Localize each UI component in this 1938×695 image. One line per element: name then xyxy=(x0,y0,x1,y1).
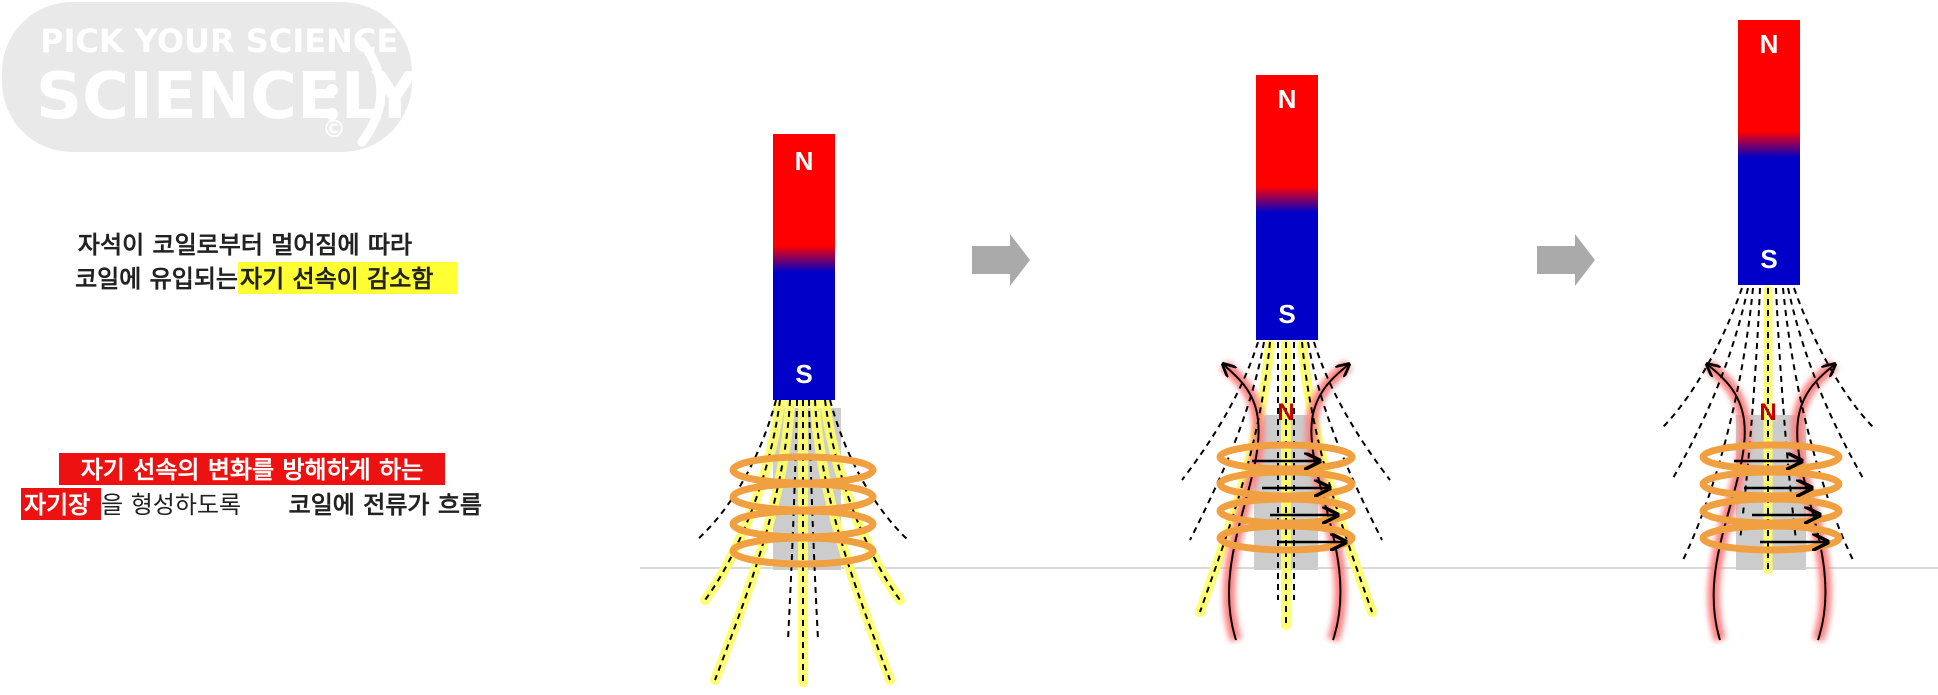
caption-top-line2-plain: 코일에 유입되는 xyxy=(75,265,238,293)
logo-copyright: © xyxy=(322,115,346,143)
caption-bottom-line2-bold: 코일에 전류가 흐름 xyxy=(289,491,482,519)
logo-dot-bottom xyxy=(326,108,338,120)
caption-bottom-line2-highlight: 자기장 xyxy=(24,491,90,519)
caption-bottom-highlight2-bg xyxy=(21,488,101,520)
coil-2 xyxy=(1216,441,1356,554)
caption-top-line2-highlight: 자기 선속이 감소함 xyxy=(240,265,433,293)
bar-magnet-2 xyxy=(1256,75,1318,340)
current-arrows-3 xyxy=(1734,461,1826,542)
caption-top: 자석이 코일로부터 멀어짐에 따라 코일에 유입되는 자기 선속이 감소함 xyxy=(75,231,457,294)
logo-smile-icon xyxy=(357,37,386,147)
magnet-1-north-label: N xyxy=(795,146,814,176)
logo-dot-top xyxy=(326,84,338,96)
caption-bottom-line1: 자기 선속의 변화를 방해하게 하는 xyxy=(81,456,424,484)
current-arrows-2 xyxy=(1252,461,1344,542)
induced-pole-label-2: N xyxy=(1277,399,1294,426)
caption-bottom: 자기 선속의 변화를 방해하게 하는 자기장 을 형성하도록 코일에 전류가 흐… xyxy=(21,453,482,520)
panel-2: N N S xyxy=(1181,75,1391,642)
induced-pole-label-3: N xyxy=(1759,399,1776,426)
magnet-2-south-label: S xyxy=(1278,299,1295,329)
transition-arrow-1 xyxy=(972,234,1030,286)
caption-bottom-line2-plain: 을 형성하도록 xyxy=(101,491,241,519)
caption-top-highlight-bg xyxy=(238,262,457,294)
panel-1: N S xyxy=(696,134,909,687)
bar-magnet-3 xyxy=(1738,20,1800,285)
transition-arrow-2 xyxy=(1537,234,1595,286)
logo-brand: SCIENCELY xyxy=(36,60,419,134)
magnet-2-north-label: N xyxy=(1278,84,1297,114)
logo-tagline: PICK YOUR SCIENCE xyxy=(40,22,398,60)
field-lines-1 xyxy=(696,399,909,682)
bar-magnet-1 xyxy=(773,134,835,400)
coil-3 xyxy=(1699,441,1843,554)
magnet-3-north-label: N xyxy=(1760,29,1779,59)
magnet-1-south-label: S xyxy=(795,359,812,389)
caption-bottom-highlight1-bg xyxy=(59,453,445,485)
magnet-3-south-label: S xyxy=(1760,244,1777,274)
caption-top-line1: 자석이 코일로부터 멀어짐에 따라 xyxy=(78,231,412,259)
induced-field-lines-3 xyxy=(1708,365,1834,641)
logo: PICK YOUR SCIENCE SCIENCELY © xyxy=(2,2,419,152)
panel-3: N N S xyxy=(1661,20,1875,642)
coil-1 xyxy=(729,453,877,568)
logo-background xyxy=(2,2,412,152)
